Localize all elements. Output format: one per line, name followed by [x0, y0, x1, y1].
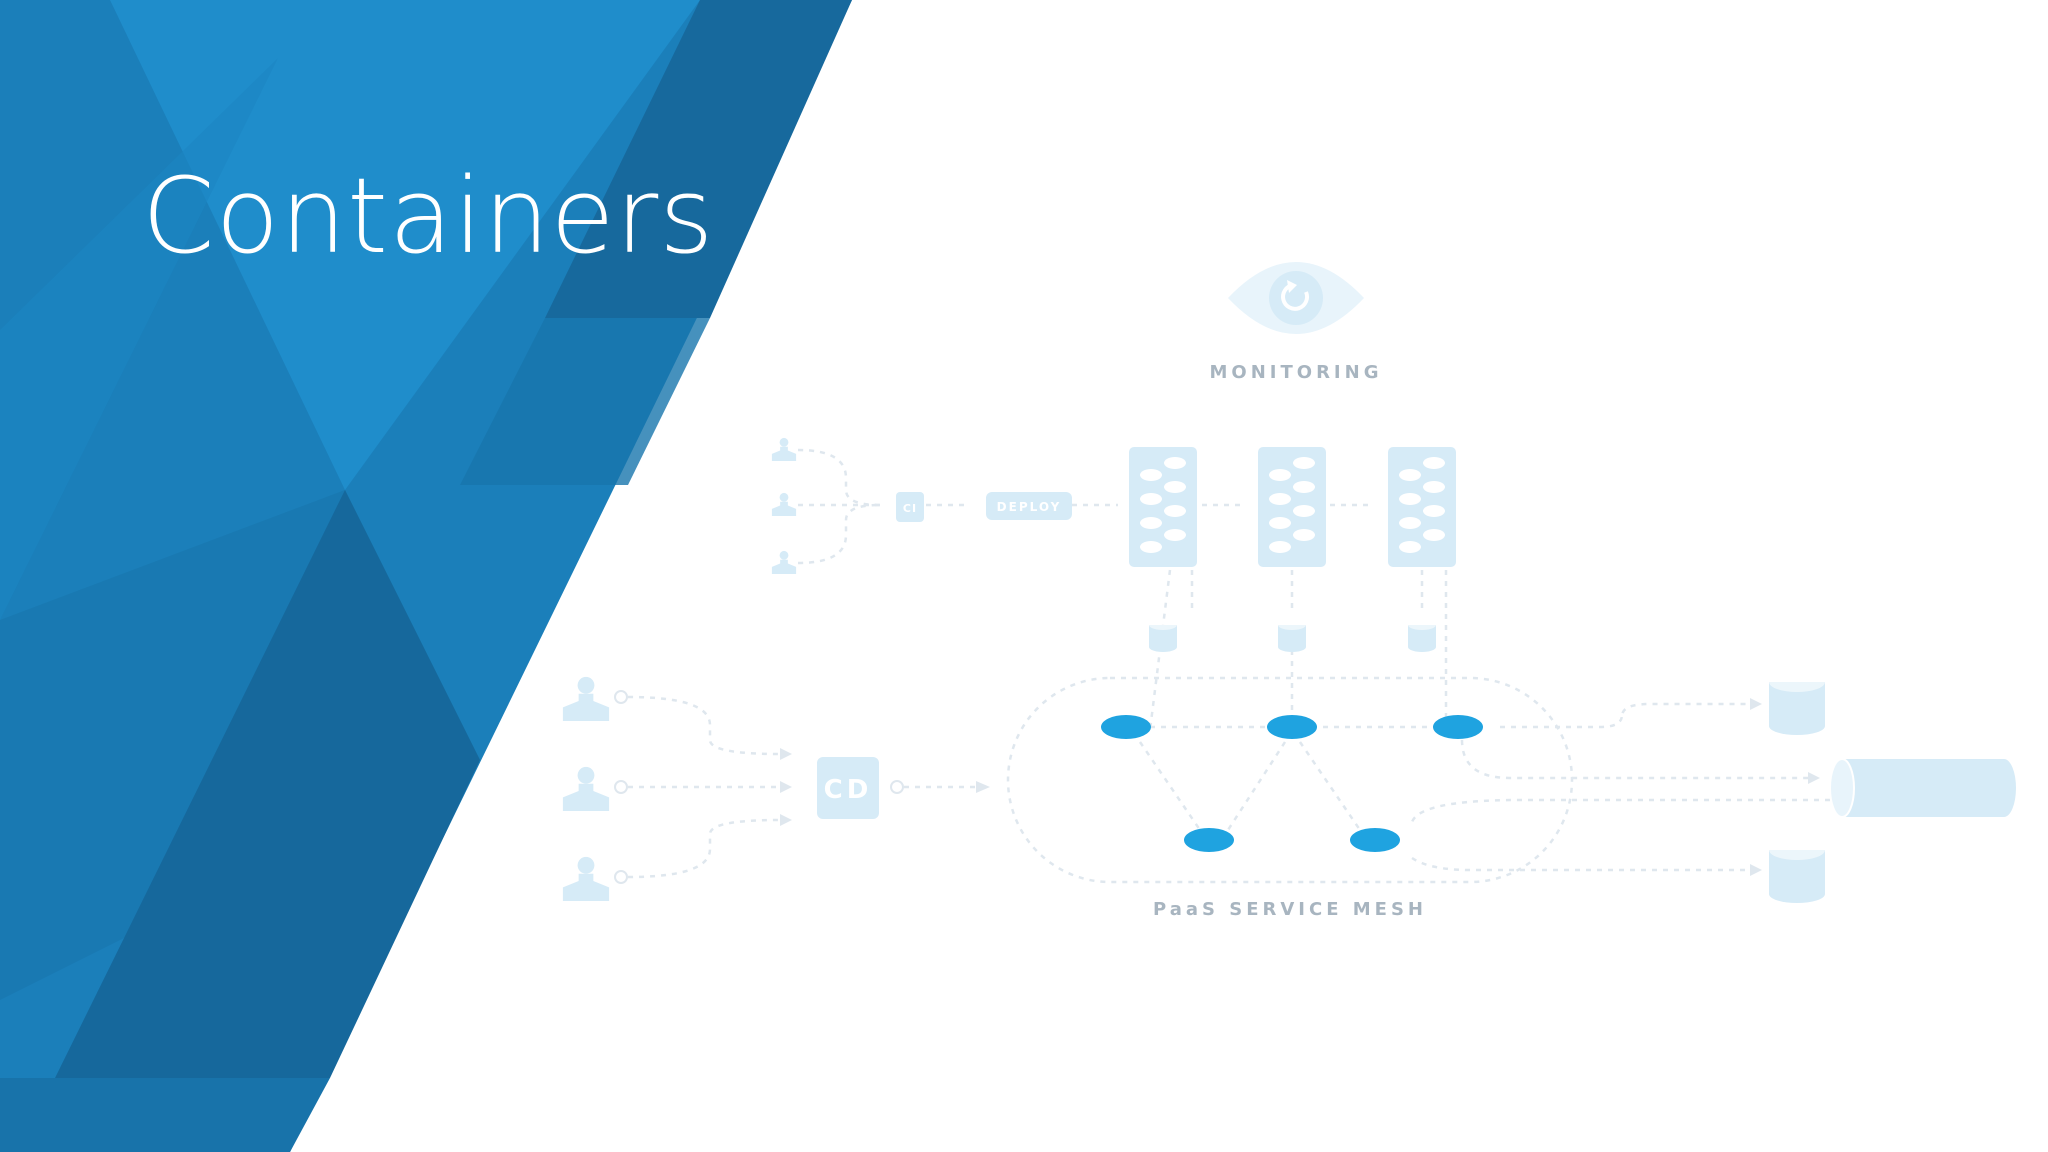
refresh-icon: [1281, 280, 1309, 311]
mesh-node: [1433, 715, 1483, 739]
mesh-node: [1267, 715, 1317, 739]
monitoring-eye-icon: [1228, 262, 1364, 334]
bg-facet-bottom: [0, 1078, 330, 1152]
server-rack-icon: [1129, 447, 1197, 567]
monitoring-label: MONITORING: [1210, 362, 1383, 383]
database-icon: [1278, 620, 1306, 652]
user-icon: [562, 676, 610, 721]
mesh-node: [1184, 828, 1234, 852]
server-rack-icon: [1258, 447, 1326, 567]
pipeline-connectors: [797, 448, 1448, 731]
bg-facet-mid: [460, 318, 710, 485]
cd-label: CD: [824, 775, 873, 805]
bg-facet-right: [545, 0, 852, 318]
user-icon: [562, 766, 610, 811]
user-icon: [562, 856, 610, 901]
ci-users: [771, 437, 797, 574]
cd-connectors: [614, 690, 990, 884]
database-icon: [1408, 620, 1436, 652]
bg-facet-peak: [0, 58, 278, 620]
cd-box: CD: [817, 757, 879, 819]
external-connectors: [1410, 698, 1830, 876]
pipe-icon: [1829, 758, 2016, 818]
mesh-node: [1101, 715, 1151, 739]
mesh-links: [1138, 725, 1438, 831]
bg-facet-dark: [55, 490, 480, 1078]
ci-label: CI: [903, 502, 917, 515]
service-mesh-outline: [1006, 676, 1574, 884]
deploy-box: DEPLOY: [986, 492, 1072, 520]
database-icon: [1769, 840, 1825, 903]
database-icon: [1769, 672, 1825, 735]
deploy-label: DEPLOY: [997, 500, 1062, 514]
user-icon: [771, 437, 797, 461]
user-icon: [771, 550, 797, 574]
database-icon: [1149, 620, 1177, 652]
server-rack-icon: [1388, 447, 1456, 567]
cd-users: [562, 676, 610, 901]
bg-facet-light: [110, 0, 700, 490]
mesh-node: [1350, 828, 1400, 852]
ci-box: CI: [896, 492, 924, 522]
service-mesh-label: PaaS SERVICE MESH: [1153, 899, 1427, 920]
slide-title: Containers: [142, 155, 715, 277]
user-icon: [771, 492, 797, 516]
